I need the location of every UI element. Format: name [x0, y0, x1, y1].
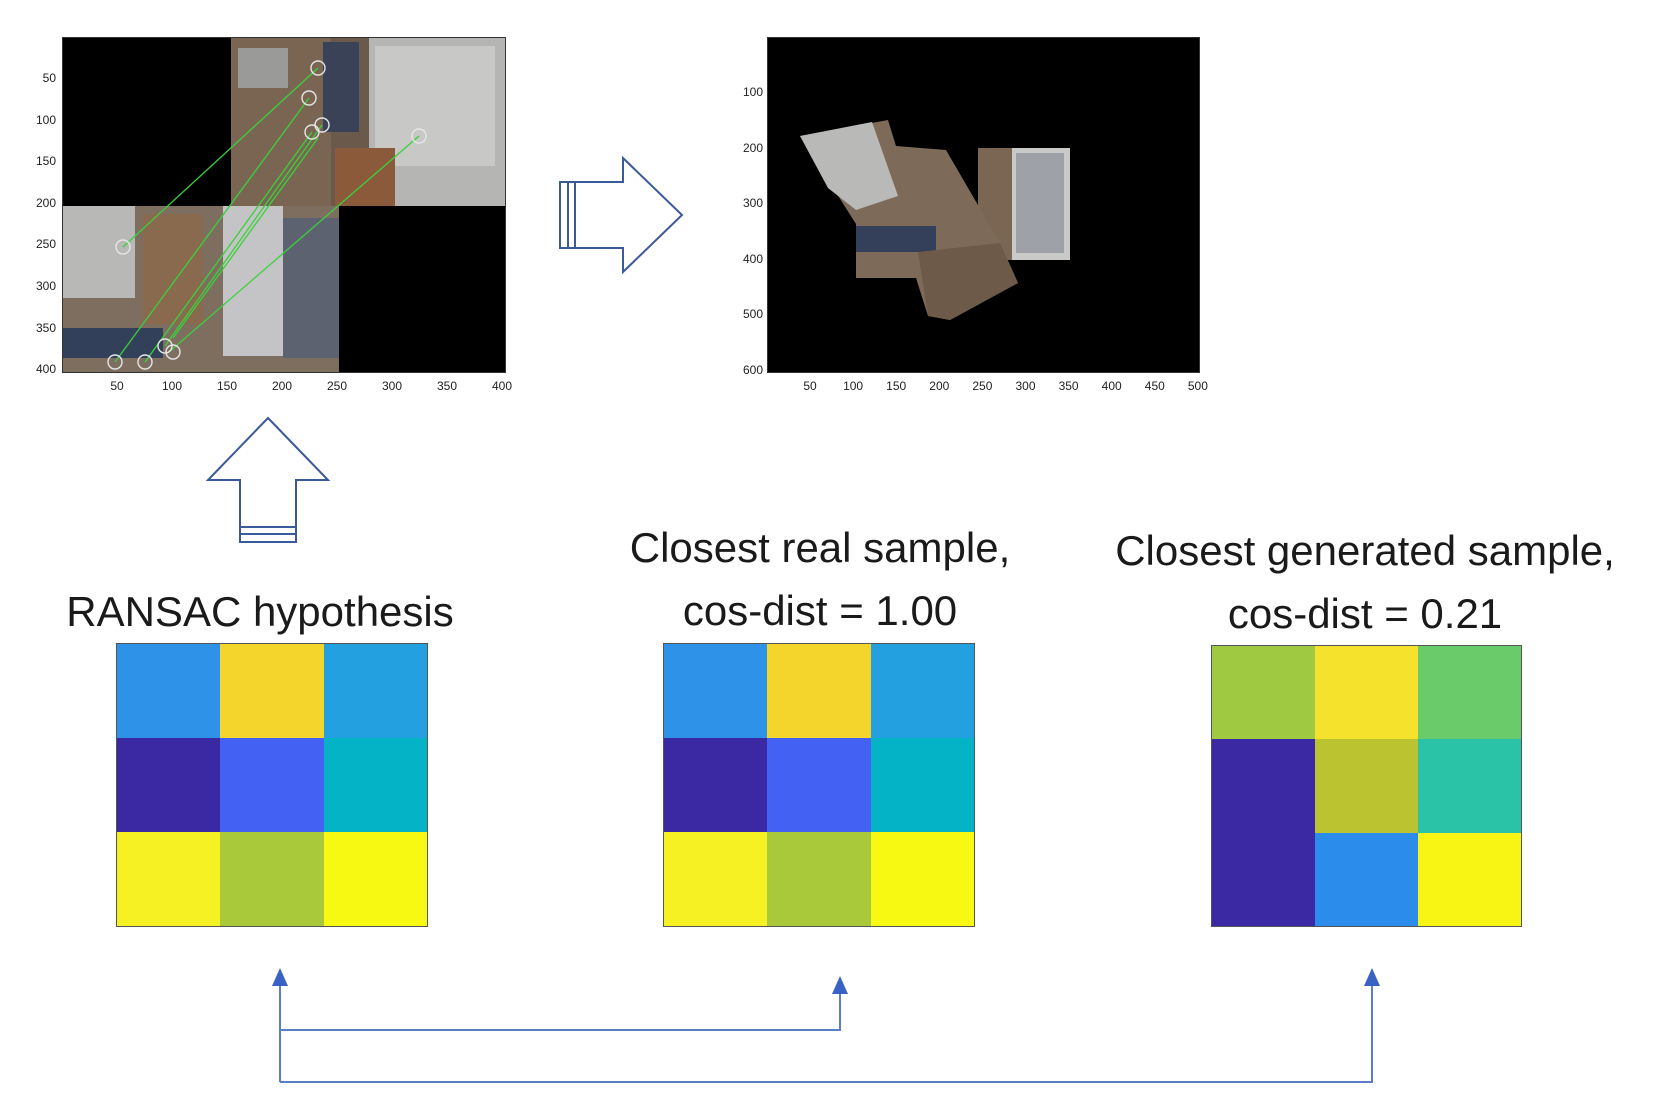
x-tick-label: 50: [110, 379, 124, 393]
x-tick-label: 100: [843, 379, 864, 393]
heatmap-cell: [870, 644, 974, 738]
y-tick-label: 400: [35, 362, 56, 377]
x-tick-label: 500: [1187, 379, 1208, 393]
heatmap-cell: [664, 832, 768, 926]
x-tick-label: 300: [381, 379, 403, 393]
heatmap-cell: [1212, 739, 1315, 833]
real-sample-caption: Closest real sample, cos-dist = 1.00: [580, 516, 1060, 642]
heatmap-cell: [220, 832, 324, 926]
real-sample-heatmap: [663, 643, 975, 927]
heatmap-cell: [220, 644, 324, 738]
heatmap-cell: [323, 738, 427, 832]
generated-sample-heatmap: [1211, 645, 1522, 927]
heatmap-cell: [1418, 646, 1521, 740]
y-tick-label: 100: [35, 112, 56, 127]
heatmap-cell: [767, 738, 871, 832]
heatmap-cell: [767, 644, 871, 738]
heatmap-cell: [117, 738, 221, 832]
ransac-caption: RANSAC hypothesis: [66, 588, 454, 635]
heatmap-cell: [323, 832, 427, 926]
y-tick-label: 50: [42, 71, 56, 85]
x-tick-label: 100: [161, 379, 183, 393]
x-tick-label: 400: [491, 379, 513, 393]
output-image-axes: [767, 37, 1200, 373]
heatmap-cell: [1418, 832, 1521, 926]
heatmap-cell: [1315, 832, 1418, 926]
input-image-axes: [62, 37, 506, 373]
y-tick-label: 400: [742, 251, 763, 266]
generated-sample-caption-line2: cos-dist = 0.21: [1227, 590, 1503, 637]
x-tick-label: 400: [1101, 379, 1122, 393]
y-tick-label: 250: [35, 237, 56, 252]
generated-sample-caption: Closest generated sample, cos-dist = 0.2…: [1080, 519, 1650, 645]
y-tick-label: 500: [742, 307, 763, 322]
x-tick-label: 50: [803, 379, 817, 393]
heatmap-cell: [664, 738, 768, 832]
x-tick-label: 200: [929, 379, 950, 393]
stitched-aerial-image: [800, 120, 1070, 320]
heatmap-cell: [117, 644, 221, 738]
x-tick-label: 450: [1144, 379, 1165, 393]
y-tick-label: 100: [742, 85, 763, 99]
comparison-connectors: [279, 980, 1373, 1083]
right-arrow-icon: [559, 155, 684, 275]
heatmap-cell: [323, 644, 427, 738]
x-tick-label: 150: [886, 379, 907, 393]
x-tick-label: 150: [216, 379, 238, 393]
x-tick-label: 250: [326, 379, 348, 393]
heatmap-cell: [870, 738, 974, 832]
heatmap-cell: [1212, 832, 1315, 926]
y-tick-label: 200: [35, 195, 56, 210]
y-tick-label: 150: [35, 154, 56, 169]
up-arrow-icon: [205, 416, 331, 543]
y-tick-label: 300: [35, 279, 56, 293]
heatmap-cell: [220, 738, 324, 832]
x-tick-label: 350: [436, 379, 458, 393]
real-sample-caption-line2: cos-dist = 1.00: [682, 587, 958, 634]
heatmap-cell: [664, 644, 768, 738]
input-aerial-image: [63, 38, 505, 372]
real-sample-caption-line1: Closest real sample,: [629, 524, 1011, 571]
heatmap-cell: [1212, 646, 1315, 740]
ransac-heatmap: [116, 643, 428, 927]
heatmap-cell: [1315, 646, 1418, 740]
heatmap-cell: [870, 832, 974, 926]
y-tick-label: 600: [742, 363, 763, 377]
y-tick-label: 350: [35, 320, 56, 335]
y-tick-label: 200: [742, 140, 763, 155]
generated-sample-caption-line1: Closest generated sample,: [1115, 527, 1615, 574]
heatmap-cell: [767, 832, 871, 926]
x-tick-label: 250: [972, 379, 993, 393]
heatmap-cell: [117, 832, 221, 926]
heatmap-cell: [1315, 739, 1418, 833]
connector-arrowheads: [272, 968, 1380, 994]
x-tick-label: 200: [271, 379, 293, 393]
x-tick-label: 300: [1015, 379, 1036, 393]
x-tick-label: 350: [1058, 379, 1079, 393]
y-tick-label: 300: [742, 196, 763, 211]
heatmap-cell: [1418, 739, 1521, 833]
